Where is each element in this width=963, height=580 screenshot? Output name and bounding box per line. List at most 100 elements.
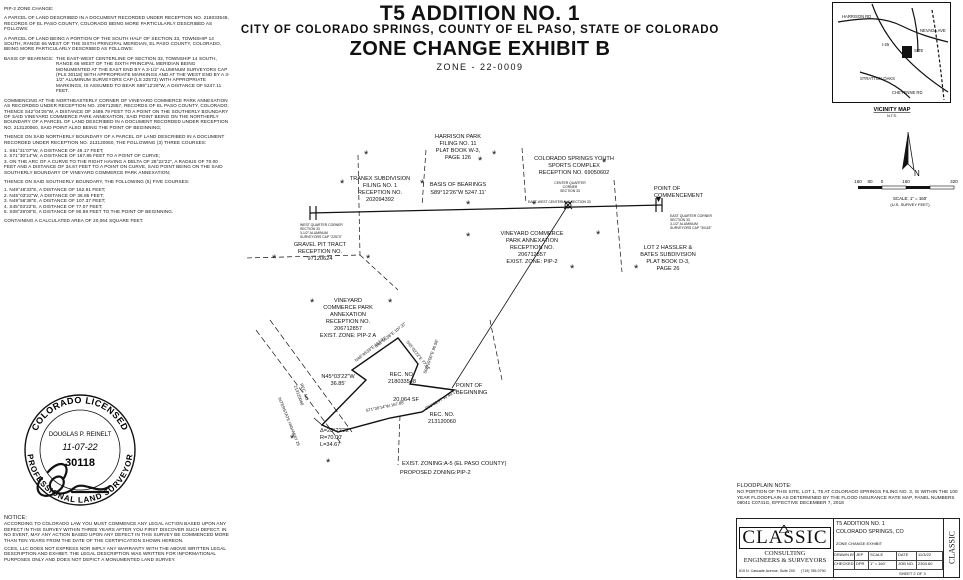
svg-text:206712857: 206712857 bbox=[334, 326, 362, 332]
course-item: 2. N45°03'22"W, A DISTANCE OF 36.85 FEET… bbox=[4, 192, 104, 198]
course-item: 3. ON THE ARC OF A CURVE TO THE RIGHT HA… bbox=[4, 158, 223, 175]
svg-text:SPORTS COMPLEX: SPORTS COMPLEX bbox=[548, 163, 600, 169]
svg-text:SECTION 33: SECTION 33 bbox=[560, 189, 580, 193]
svg-text:*: * bbox=[478, 155, 483, 167]
seal-number: 30118 bbox=[65, 457, 95, 469]
svg-text:*: * bbox=[310, 297, 315, 309]
company-sub1: CONSULTING bbox=[764, 550, 806, 557]
legal-para: A PARCEL OF LAND DESCRIBED IN A DOCUMENT… bbox=[4, 15, 229, 32]
sheet-number: SHEET 2 OF 3 bbox=[899, 571, 926, 576]
svg-text:COMMENCEMENT: COMMENCEMENT bbox=[654, 193, 704, 199]
rec-main-label: REC. NO. 218033548 bbox=[388, 372, 416, 385]
vineyard-parcel-label: VINEYARD COMMERCE PARK ANNEXATION RECEPT… bbox=[320, 298, 377, 339]
svg-text:*: * bbox=[366, 253, 371, 265]
survey-drawing: ** ** ** ** ** ** ** ** ** TRANEX SUBDIV… bbox=[243, 134, 712, 476]
date-value: 11/3/22 bbox=[917, 552, 943, 561]
svg-text:*: * bbox=[272, 253, 277, 265]
svg-text:CORNER: CORNER bbox=[563, 185, 578, 189]
svg-text:97120624: 97120624 bbox=[308, 256, 333, 262]
vicinity-nts: N.T.S. bbox=[887, 114, 897, 118]
segment-label: S08°29'00"E 90.98' bbox=[422, 339, 439, 375]
annexation-line bbox=[451, 204, 569, 389]
svg-text:POINT OF: POINT OF bbox=[654, 186, 681, 192]
floodplain-note: FLOODPLAIN NOTE: NO PORTION OF THIS SITE… bbox=[737, 483, 959, 506]
vicinity-caption: VICINITY MAP bbox=[874, 107, 911, 113]
area-statement: CONTAINING A CALCULATED AREA OF 20,064 S… bbox=[4, 218, 144, 224]
svg-text:SURVEYORS CAP "22573": SURVEYORS CAP "22573" bbox=[300, 235, 343, 239]
course-item: 3. N49°56'38"E, A DISTANCE OF 107.37 FEE… bbox=[4, 198, 106, 204]
job-value: 2304.60 bbox=[917, 561, 943, 570]
svg-text:RECEPTION NO. 69050602: RECEPTION NO. 69050602 bbox=[539, 170, 610, 176]
svg-text:GRAVEL PIT TRACT: GRAVEL PIT TRACT bbox=[294, 242, 347, 248]
svg-text:S89°12'26"W 5247.11': S89°12'26"W 5247.11' bbox=[430, 190, 485, 196]
course-list-2: 1. N49°46'33"E, A DISTANCE OF 162.91 FEE… bbox=[4, 187, 230, 214]
scale-bar bbox=[858, 185, 955, 190]
project-name: T5 ADDITION NO. 1 bbox=[836, 521, 885, 527]
svg-text:*: * bbox=[634, 263, 639, 275]
svg-text:REC. NO.: REC. NO. bbox=[390, 372, 415, 378]
checked-by-value: DPR bbox=[855, 561, 869, 570]
signature bbox=[36, 462, 112, 497]
scale-tick: 160 bbox=[902, 179, 910, 184]
svg-text:*: * bbox=[532, 199, 537, 211]
notice-disclaimer: CCES, LLC DOES NOT EXPRESS NOR IMPLY ANY… bbox=[4, 546, 226, 562]
logo-panel: CLASSIC CONSULTING ENGINEERS & SURVEYORS… bbox=[737, 519, 834, 577]
exist-zoning-label: EXIST. ZONING:A-5 (EL PASO COUNTY) bbox=[402, 461, 507, 467]
job-label: JOB NO. bbox=[897, 561, 917, 570]
sheet-of: OF bbox=[916, 571, 923, 576]
seal-top-text: COLORADO LICENSED bbox=[30, 395, 131, 432]
svg-text:RECEPTION NO.: RECEPTION NO. bbox=[298, 249, 343, 255]
scale-tick: 80 bbox=[867, 179, 873, 184]
svg-text:206712857: 206712857 bbox=[518, 252, 546, 258]
svg-text:RECEPTION NO.: RECEPTION NO. bbox=[326, 319, 371, 325]
svg-text:PAGE 26: PAGE 26 bbox=[657, 266, 680, 272]
drawing-subtitle: CITY OF COLORADO SPRINGS, COUNTY OF EL P… bbox=[240, 24, 720, 36]
course-item: 1. N49°46'33"E, A DISTANCE OF 162.91 FEE… bbox=[4, 187, 106, 193]
legal-heading: PIP-2 ZONE CHANGE: bbox=[4, 6, 54, 11]
sheet-current: 2 bbox=[913, 571, 916, 576]
scale-tick: 0 bbox=[881, 179, 884, 184]
svg-text:*: * bbox=[290, 433, 295, 445]
notice-heading: NOTICE: bbox=[4, 515, 28, 521]
svg-text:BEGINNING: BEGINNING bbox=[456, 390, 487, 396]
legal-para: COMMENCING AT THE NORTHEASTERLY CORNER O… bbox=[4, 97, 229, 109]
svg-text:BASIS OF BEARINGS: BASIS OF BEARINGS bbox=[430, 182, 487, 188]
company-phone: (719) 785-0790 bbox=[801, 569, 826, 573]
svg-text:REC. NO.: REC. NO. bbox=[299, 383, 310, 402]
svg-text:HARRISON PARK: HARRISON PARK bbox=[435, 134, 481, 140]
scale-text: SCALE: 1" = 160' bbox=[893, 196, 927, 201]
sheet-label: SHEET bbox=[899, 571, 913, 576]
svg-text:*: * bbox=[364, 149, 369, 161]
ew-centerline bbox=[309, 204, 663, 214]
surveyor-seal: COLORADO LICENSED PROFESSIONAL LAND SURV… bbox=[24, 394, 136, 506]
svg-text:EXIST. ZONE: PIP-2 A: EXIST. ZONE: PIP-2 A bbox=[320, 333, 377, 339]
svg-text:TRANEX SUBDIVISION: TRANEX SUBDIVISION bbox=[350, 176, 410, 182]
segment-label: S61°31'07"W 49.17' bbox=[424, 388, 459, 411]
segment-label: N49°56'38"E 107.37' bbox=[374, 321, 408, 349]
north-arrow-icon: N bbox=[902, 131, 920, 178]
vicinity-label: STRATTON OAKS bbox=[860, 76, 895, 81]
notice-text: ACCORDING TO COLORADO LAW YOU MUST COMME… bbox=[4, 521, 229, 543]
area-sf-label: 20,064 SF bbox=[393, 397, 419, 403]
legal-para: A PARCEL OF LAND BEING A PORTION OF THE … bbox=[4, 35, 222, 52]
company-sub2: ENGINEERS & SURVEYORS bbox=[743, 557, 827, 564]
svg-text:PARK ANNEXATION: PARK ANNEXATION bbox=[506, 238, 558, 244]
east-corner-label: EAST QUARTER CORNER SECTION 33 3-1/2" AL… bbox=[670, 214, 712, 230]
svg-text:213120060: 213120060 bbox=[428, 419, 456, 425]
company-logo: CLASSIC bbox=[739, 527, 831, 549]
floodplain-text: NO PORTION OF THIS SITE, LOT 1, T5 AT CO… bbox=[737, 489, 958, 506]
svg-text:RECEPTION NO.: RECEPTION NO. bbox=[358, 190, 403, 196]
svg-text:COMMERCE PARK: COMMERCE PARK bbox=[323, 305, 373, 311]
project-panel: T5 ADDITION NO. 1 COLORADO SPRINGS, CO Z… bbox=[833, 519, 943, 577]
svg-text:*: * bbox=[388, 297, 393, 309]
vicinity-label: NEVADA AVE bbox=[920, 28, 946, 33]
drawn-by-value: JEP bbox=[855, 552, 869, 561]
center-corner-label: CENTER QUARTER CORNER SECTION 33 bbox=[554, 181, 586, 193]
floodplain-heading: FLOODPLAIN NOTE: bbox=[737, 483, 792, 489]
svg-text:WEST QUARTER CORNER: WEST QUARTER CORNER bbox=[300, 223, 343, 227]
curve-data: Δ=28°22'22" R=70.00' L=34.67' bbox=[320, 428, 351, 448]
ew-line-label: EAST-WEST CENTERLINE SECTION 33 bbox=[528, 200, 591, 204]
svg-text:EXIST. ZONE: PIP-2: EXIST. ZONE: PIP-2 bbox=[506, 259, 557, 265]
sheet-total: 3 bbox=[923, 571, 926, 576]
star-markers: ** ** ** ** ** ** ** ** ** bbox=[272, 149, 639, 469]
